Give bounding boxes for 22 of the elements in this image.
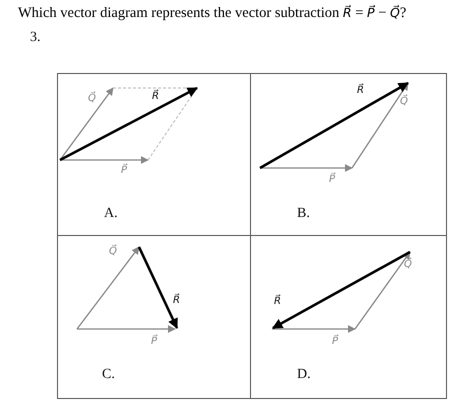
question-number: 3. — [30, 30, 40, 46]
option-letter: A. — [104, 206, 118, 222]
vector-label: Q⃗ — [88, 93, 96, 104]
vector-label: R⃗ — [357, 85, 364, 96]
vector-label: P⃗ — [151, 336, 158, 347]
vector-label: P⃗ — [332, 336, 338, 347]
vector-label: Q⃗ — [400, 96, 408, 107]
option-letter: C. — [102, 367, 115, 383]
vector-label: Q⃗ — [109, 246, 117, 257]
vector-label: Q⃗ — [404, 259, 412, 270]
answer-panel — [57, 235, 251, 399]
vector-label: P⃗ — [329, 174, 336, 185]
answer-panel — [250, 235, 447, 399]
option-letter: B. — [297, 206, 310, 222]
answer-panel — [250, 73, 447, 236]
answer-panel — [57, 73, 251, 236]
option-letter: D. — [297, 367, 311, 383]
vector-label: P⃗ — [121, 165, 128, 176]
vector-label: R⃗ — [173, 295, 180, 306]
question-text: Which vector diagram represents the vector subtraction R⃗ = P⃗ − Q⃗? — [18, 5, 406, 22]
vector-label: R⃗ — [152, 91, 159, 102]
vector-label: R⃗ — [274, 296, 281, 307]
